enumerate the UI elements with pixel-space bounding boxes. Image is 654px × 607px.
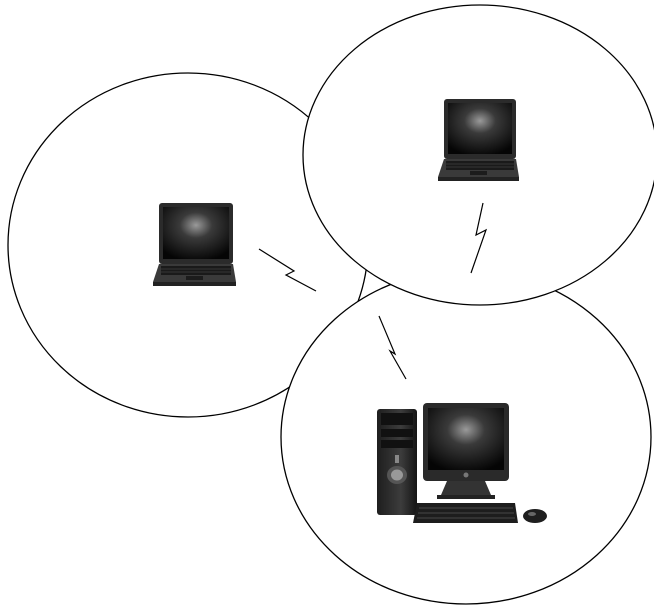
wireless-signal-icon [378, 315, 407, 380]
laptop-icon [153, 203, 236, 286]
wireless-signal-icon [258, 248, 317, 292]
wireless-signal-icon [470, 202, 488, 274]
desktop-computer-icon [377, 403, 547, 523]
laptop-icon [438, 99, 519, 181]
